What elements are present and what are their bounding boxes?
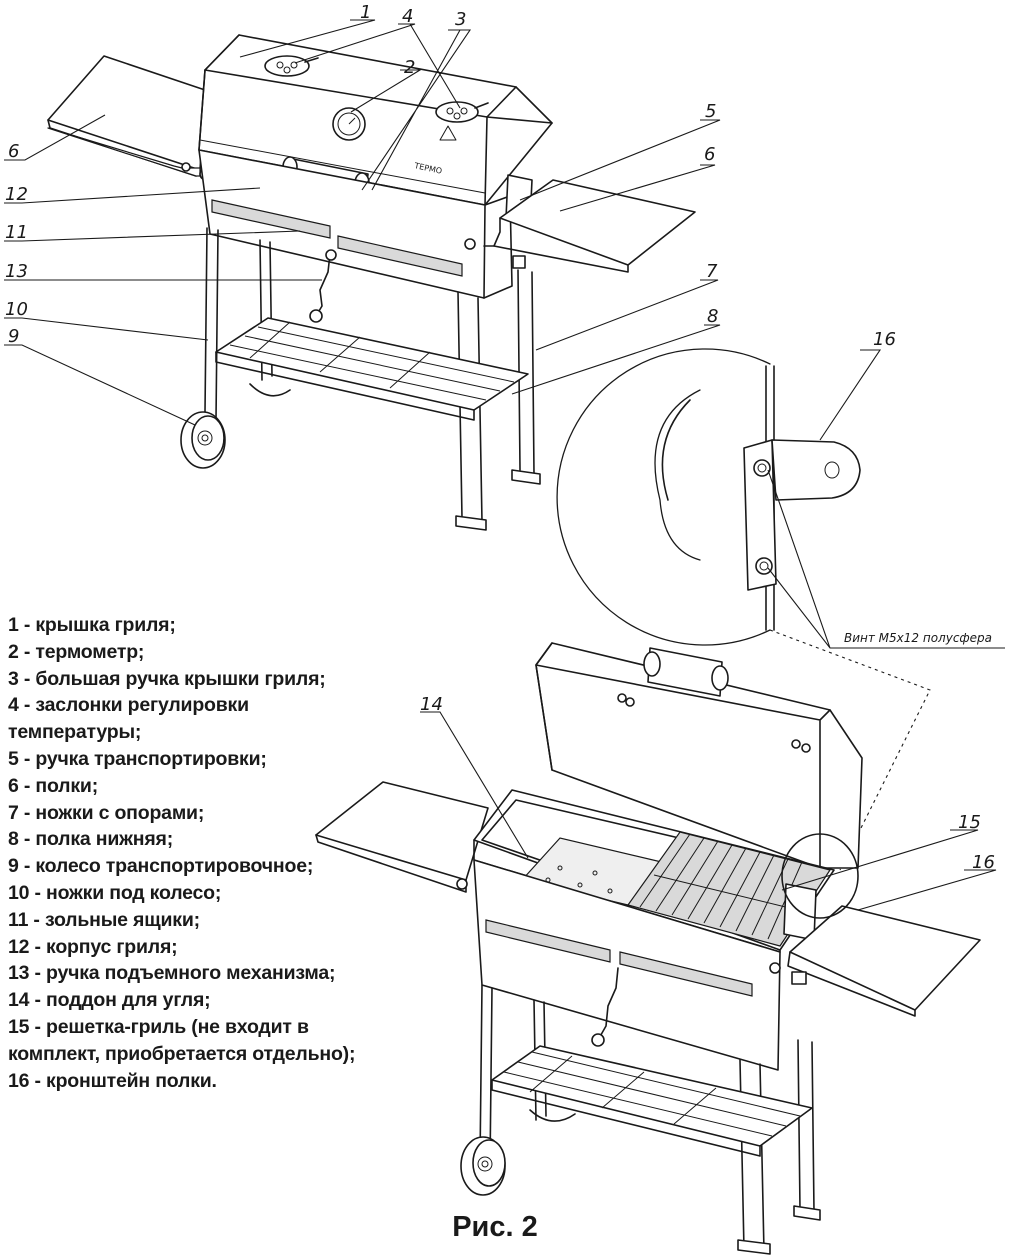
- leg-back-right: [517, 269, 535, 475]
- legend-item: 14 - поддон для угля;: [8, 989, 211, 1012]
- legend-item: 5 - ручка транспортировки;: [8, 747, 267, 770]
- callout-2: 2: [404, 57, 415, 78]
- bracket-detail-view: 16 Винт М5х12 полусфера: [556, 329, 1005, 871]
- ash-drawer-right: [337, 235, 463, 277]
- callout-11: 11: [5, 222, 28, 243]
- legend-item: 11 - зольные ящики;: [8, 908, 200, 931]
- legend-item: 4 - заслонки регулировки: [8, 694, 249, 717]
- callout-6-right: 6: [704, 144, 715, 165]
- callout-8: 8: [707, 306, 718, 327]
- detail-bracket-tab: [771, 439, 861, 501]
- figure-caption: Рис. 2: [452, 1211, 538, 1243]
- callout-9: 9: [8, 326, 19, 347]
- parts-legend: 1 - крышка гриля; 2 - термометр; 3 - бол…: [8, 612, 408, 1094]
- legend-item: температуры;: [8, 721, 142, 744]
- detail-callout-16: 16: [873, 329, 896, 350]
- open-bottom-shelf: [491, 1045, 813, 1147]
- legend-item: 15 - решетка-гриль (не входит в: [8, 1015, 309, 1038]
- legend-item: 16 - кронштейн полки.: [8, 1069, 217, 1092]
- legend-item: 6 - полки;: [8, 774, 99, 797]
- legend-item: 3 - большая ручка крышки гриля;: [8, 667, 326, 690]
- legend-item: 2 - термометр;: [8, 640, 145, 663]
- callout-16-bottom: 16: [972, 852, 995, 873]
- detail-bracket-plate: [743, 439, 777, 591]
- legend-item: 8 - полка нижняя;: [8, 828, 174, 851]
- legend-item: 9 - колесо транспортировочное;: [8, 855, 314, 878]
- legend-item: 1 - крышка гриля;: [8, 614, 176, 636]
- bottom-shelf: [215, 317, 529, 411]
- callout-13: 13: [5, 261, 28, 282]
- callout-3: 3: [455, 9, 466, 30]
- grill-closed-drawing: ТЕРМО: [47, 34, 696, 531]
- lift-handle: [315, 253, 331, 317]
- legend-item: комплект, приобретается отдельно);: [8, 1042, 356, 1065]
- grill-grate: [627, 831, 831, 947]
- top-leader-lines: [4, 19, 721, 426]
- bottom-callouts: 14 15 16: [420, 694, 997, 911]
- callout-1: 1: [360, 2, 371, 23]
- screw-note: Винт М5х12 полусфера: [844, 631, 992, 645]
- bottom-right-shelf: [789, 905, 981, 1011]
- callout-12: 12: [5, 184, 28, 205]
- callout-14: 14: [420, 694, 443, 715]
- legend-item: 7 - ножки с опорами;: [8, 801, 205, 824]
- callout-15: 15: [958, 812, 981, 833]
- callout-4: 4: [402, 6, 413, 27]
- right-shelf: [499, 179, 696, 266]
- bottom-left-shelf: [315, 781, 489, 881]
- top-callouts: 1 2 3 4 5 6 6 7 8 9 10 11 12 13: [5, 2, 718, 347]
- legend-item: 13 - ручка подъемного механизма;: [8, 962, 336, 985]
- grill-open-drawing: [315, 642, 981, 1255]
- wheel-leg-left: [204, 227, 219, 421]
- top-damper-left: [264, 55, 310, 77]
- callout-7: 7: [706, 261, 718, 282]
- legend-item: 10 - ножки под колесо;: [8, 881, 222, 904]
- ash-drawer-left: [211, 199, 331, 239]
- legend-item: 12 - корпус гриля;: [8, 935, 178, 958]
- callout-10: 10: [5, 299, 28, 320]
- callout-5: 5: [705, 101, 716, 122]
- callout-6-left: 6: [8, 141, 19, 162]
